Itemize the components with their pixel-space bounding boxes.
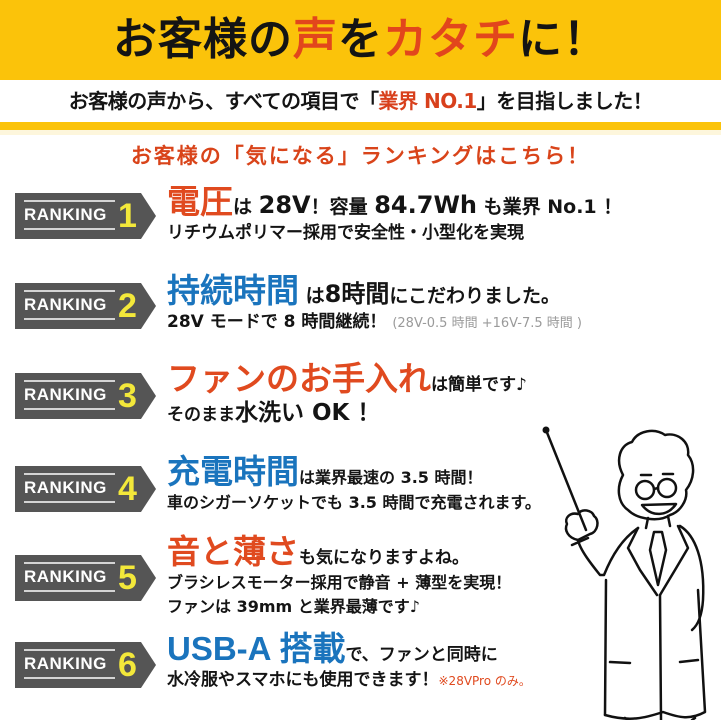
ranking-item-4: 充電時間は業界最速の 3.5 時間！ 車のシガーソケットでも 3.5 時間で充電…	[167, 453, 541, 515]
badge-number: 3	[118, 377, 137, 415]
subtitle-strip: お客様の声から、すべての項目で「業界 NO.1」を目指しました！	[0, 80, 721, 122]
headline-value: 8時間	[324, 280, 390, 308]
page-title: お客様の声をカタチに！	[0, 10, 721, 70]
headline-text: も気になりますよね。	[299, 548, 469, 568]
headline-text: ！容量	[310, 196, 375, 218]
headline-text: も業界 No.1 ！	[477, 196, 623, 218]
ranking-item-6: USB-A 搭載で、ファンと同時に 水冷服やスマホにも使用できます！※28VPr…	[167, 630, 531, 693]
subtitle: お客様の声から、すべての項目で「業界 NO.1」を目指しました！	[0, 80, 721, 122]
badge-label: RANKING	[24, 295, 107, 314]
ranking-detail: 車のシガーソケットでも 3.5 時間で充電されます。	[167, 493, 541, 512]
professor-illustration	[520, 400, 721, 720]
badge-arrow-shape	[15, 555, 156, 601]
headline-key: 音と薄さ	[167, 532, 299, 571]
ranking-detail: ブラシレスモーター採用で静音 + 薄型を実現！	[167, 573, 512, 592]
ranking-detail: 28V モードで 8 時間継続！ (28V-0.5 時間 +16V-7.5 時間…	[167, 310, 582, 336]
divider-shadow	[0, 130, 721, 135]
professor-pointer-icon	[542, 426, 707, 720]
headline-key: USB-A 搭載	[167, 630, 346, 667]
ranking-badge-4: RANKING 4	[15, 466, 156, 512]
badge-number: 1	[118, 197, 137, 235]
badge-label: RANKING	[24, 567, 107, 586]
subtitle-part: お客様の声から、すべての項目で「	[68, 89, 379, 113]
ranking-item-1: 電圧は 28V！容量 84.7Wh も業界 No.1 ！ リチウムポリマー採用で…	[167, 183, 622, 245]
header-banner: お客様の声をカタチに！	[0, 0, 721, 80]
badge-label: RANKING	[24, 385, 107, 404]
headline-key: 充電時間	[167, 452, 299, 491]
title-part: に！	[518, 14, 608, 65]
detail-note: (28V-0.5 時間 +16V-7.5 時間 )	[392, 316, 582, 331]
title-highlight: 声	[293, 14, 338, 65]
ranking-detail: そのまま水洗い OK ！	[167, 398, 527, 430]
badge-arrow-shape	[15, 466, 156, 512]
ranking-headline: 充電時間は業界最速の 3.5 時間！	[167, 453, 541, 491]
ranking-item-2: 持続時間 は8時間にこだわりました。 28V モードで 8 時間継続！ (28V…	[167, 272, 582, 336]
ranking-headline: 持続時間 は8時間にこだわりました。	[167, 272, 582, 310]
badge-arrow-shape	[15, 373, 156, 419]
headline-text: は	[299, 285, 325, 307]
detail-text: 28V モードで 8 時間継続！	[167, 312, 387, 332]
badge-arrow-shape	[15, 193, 156, 239]
headline-text: で、ファンと同時に	[345, 645, 498, 665]
headline-key: 持続時間	[167, 271, 299, 310]
ranking-detail: 水冷服やスマホにも使用できます！※28VPro のみ。	[167, 668, 531, 693]
badge-number: 6	[118, 646, 137, 684]
ranking-badge-6: RANKING 6	[15, 642, 156, 688]
ranking-badge-2: RANKING 2	[15, 283, 156, 329]
ranking-headline: USB-A 搭載で、ファンと同時に	[167, 630, 531, 668]
badge-number: 5	[118, 559, 137, 597]
headline-key: ファンのお手入れ	[167, 359, 431, 398]
badge-number: 4	[118, 470, 137, 508]
ranking-badge-5: RANKING 5	[15, 555, 156, 601]
detail-note: ※28VPro のみ。	[438, 674, 531, 688]
ranking-item-3: ファンのお手入れは簡単です♪ そのまま水洗い OK ！	[167, 360, 527, 430]
badge-label: RANKING	[24, 478, 107, 497]
headline-text: は	[233, 196, 259, 218]
detail-text: 水冷服やスマホにも使用できます！	[167, 670, 439, 690]
subtitle-highlight: 業界 NO.1	[378, 89, 478, 113]
ranking-detail: リチウムポリマー採用で安全性・小型化を実現	[167, 223, 524, 243]
badge-number: 2	[118, 287, 137, 325]
ranking-heading: お客様の「気になる」ランキングはこちら！	[130, 144, 591, 168]
headline-text: は業界最速の 3.5 時間！	[299, 468, 483, 487]
badge-arrow-shape	[15, 642, 156, 688]
headline-text: は簡単です♪	[431, 375, 527, 395]
ranking-detail-2: ファンは 39mm と業界最薄です♪	[167, 597, 420, 616]
detail-text: そのまま	[167, 405, 235, 425]
headline-value: 28V	[258, 191, 311, 219]
ranking-badge-3: RANKING 3	[15, 373, 156, 419]
title-highlight: カタチ	[383, 14, 518, 65]
badge-label: RANKING	[24, 654, 107, 673]
divider-stripe	[0, 122, 721, 130]
ranking-headline: 電圧は 28V！容量 84.7Wh も業界 No.1 ！	[167, 183, 622, 221]
badge-label: RANKING	[24, 205, 107, 224]
ranking-headline: ファンのお手入れは簡単です♪	[167, 360, 527, 398]
title-part: を	[338, 14, 383, 65]
ranking-headline: 音と薄さも気になりますよね。	[167, 533, 511, 571]
ranking-item-5: 音と薄さも気になりますよね。 ブラシレスモーター採用で静音 + 薄型を実現！ フ…	[167, 533, 511, 619]
title-part: お客様の	[113, 14, 293, 65]
headline-text: にこだわりました。	[389, 285, 560, 307]
headline-value: 84.7Wh	[374, 191, 478, 219]
ranking-badge-1: RANKING 1	[15, 193, 156, 239]
subtitle-part: 」を目指しました！	[476, 89, 653, 113]
headline-key: 電圧	[167, 182, 233, 221]
badge-arrow-shape	[15, 283, 156, 329]
detail-emphasis: 水洗い OK ！	[235, 400, 381, 426]
